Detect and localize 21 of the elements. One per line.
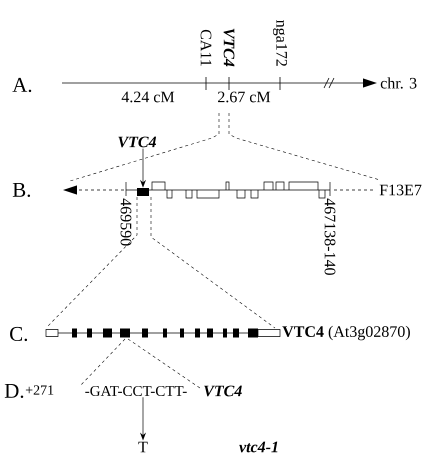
gene-label: VTC4 xyxy=(118,136,156,148)
panel-letter: C. xyxy=(10,326,28,342)
coordinate-label: 469590 xyxy=(120,198,132,246)
distance-label: 2.67 cM xyxy=(218,92,270,102)
base-label: T xyxy=(138,442,148,452)
exon-box xyxy=(137,188,149,196)
sequence-text: -GAT-CCT-CTT- xyxy=(85,386,187,396)
chromosome-label: chr. 3 xyxy=(380,77,416,89)
distance-label: 4.24 cM xyxy=(122,92,174,102)
gene-label: VTC4 xyxy=(204,386,242,396)
marker-label: CA11 xyxy=(200,30,212,66)
allele-label: vtc4-1 xyxy=(239,442,278,452)
coordinate-label: 467138-140 xyxy=(324,198,336,275)
gene-label: VTC4 xyxy=(224,28,234,66)
bac-label: F13E7 xyxy=(380,184,422,196)
position-label: +271 xyxy=(26,385,54,395)
panel-letter: B. xyxy=(12,182,30,198)
marker-label: nga172 xyxy=(272,20,288,66)
panel-letter: A. xyxy=(12,78,32,92)
panel-letter: D. xyxy=(4,384,24,398)
gene-label: VTC4 (At3g02870) xyxy=(282,326,410,340)
